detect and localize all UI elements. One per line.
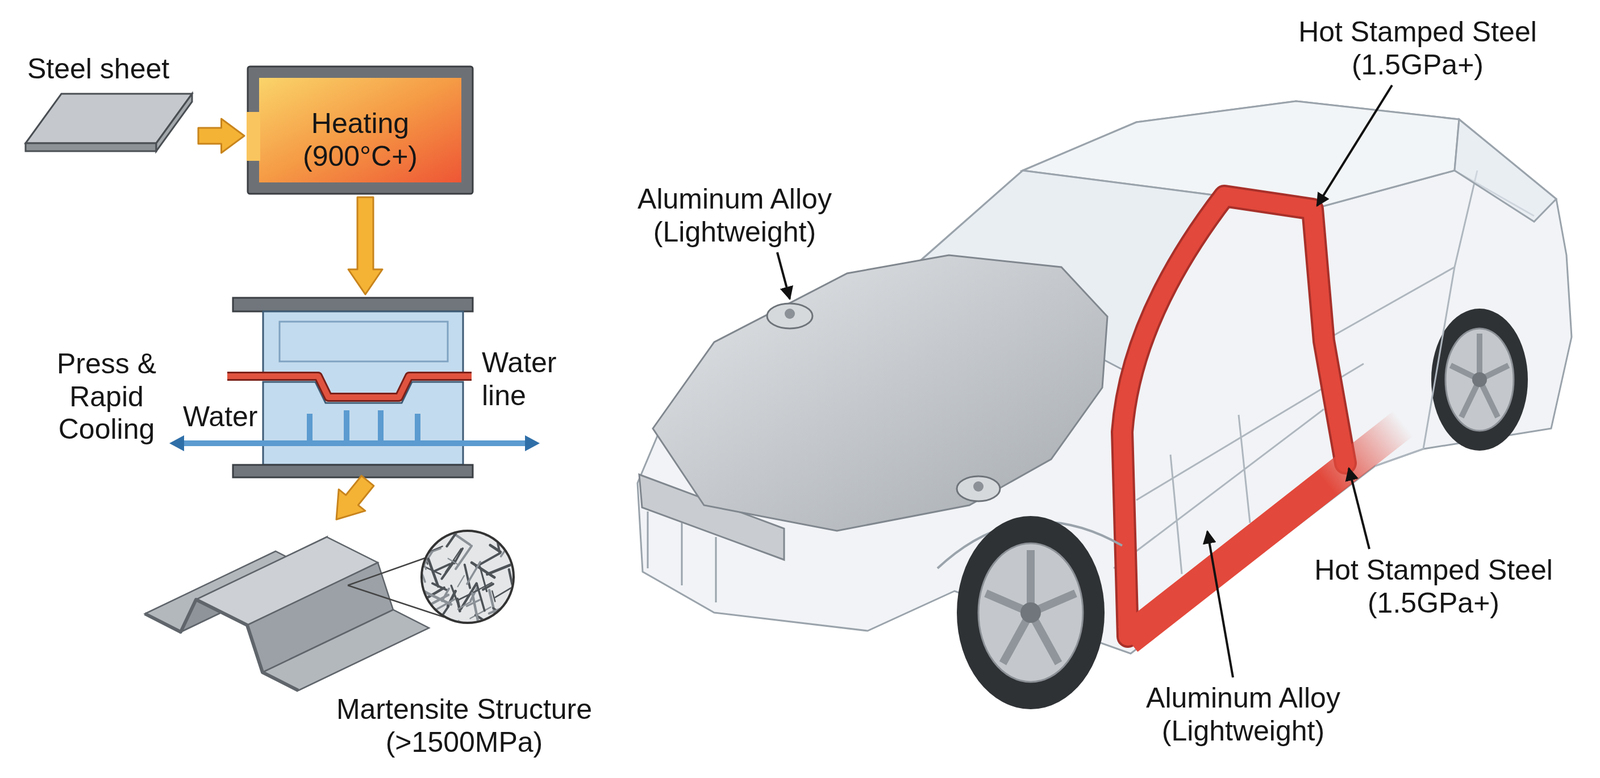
hot-blank <box>227 376 472 398</box>
press-die: Press & Rapid Cooling <box>42 297 473 478</box>
process-arrow <box>336 475 374 520</box>
press-bottom-plate <box>232 464 473 478</box>
furnace-opening <box>246 111 261 161</box>
martensite-texture <box>410 522 522 629</box>
aluminum-hood <box>652 255 1108 531</box>
part-flange <box>262 609 429 691</box>
front-structure <box>647 511 716 603</box>
formed-part: Martensite Structure (>1500MPa) <box>142 522 618 765</box>
front-rim <box>978 543 1083 682</box>
martensite-needle <box>446 526 461 547</box>
martensite-needle <box>432 583 447 591</box>
material-label: Aluminum Alloy (Lightweight) <box>609 182 860 249</box>
martensite-needle <box>417 539 429 545</box>
rear-window <box>1454 119 1557 222</box>
cooling-channel <box>309 410 418 444</box>
martensite-needle <box>445 548 462 573</box>
martensite-needle <box>457 575 465 587</box>
process-arrow <box>198 118 245 153</box>
strut-tower <box>767 303 813 329</box>
node-text: Press & Rapid Cooling <box>45 347 168 447</box>
process-arrow <box>348 197 383 295</box>
leader-line <box>1348 468 1370 549</box>
martensite-needle <box>469 606 491 619</box>
node-text: Steel sheet <box>27 52 190 86</box>
martensite-needle <box>505 590 518 614</box>
leader-line <box>1317 85 1393 206</box>
hot-stamped-sill <box>1127 423 1404 640</box>
martensite-needle <box>413 606 425 629</box>
furnace-frame <box>247 66 473 194</box>
furnace-box: Heating (900°C+) <box>247 66 473 194</box>
steel-sheet: Steel sheet <box>22 48 195 154</box>
part-edge <box>144 599 299 691</box>
water-arrow-head <box>169 435 185 452</box>
strut-tower <box>956 476 1000 502</box>
martensite-needle <box>485 523 507 536</box>
martensite-needle <box>492 617 512 626</box>
martensite-needle <box>482 584 494 590</box>
furnace-chamber <box>259 77 462 183</box>
martensite-needle <box>476 583 485 611</box>
martensite-needle <box>495 582 520 598</box>
leader-line <box>777 252 790 299</box>
martensite-needle <box>425 522 433 544</box>
steel-sheet-side <box>156 93 193 152</box>
material-label: Hot Stamped Steel (1.5GPa+) <box>1285 553 1582 620</box>
martensite-needle <box>500 613 510 619</box>
water-line-label: Water line <box>481 346 568 412</box>
strut-bolt <box>784 308 795 319</box>
leader-line <box>1207 531 1233 678</box>
martensite-needle <box>419 600 423 614</box>
material-label: Hot Stamped Steel (1.5GPa+) <box>1269 15 1566 82</box>
martensite-needle <box>467 561 481 585</box>
martensite-needle <box>457 601 472 610</box>
martensite-needle <box>448 558 460 566</box>
front-hub <box>1020 602 1041 623</box>
node-text: Martensite Structure (>1500MPa) <box>316 693 612 759</box>
water-label: Water <box>182 400 269 434</box>
martensite-needle <box>472 593 478 621</box>
rear-tire <box>1431 308 1528 451</box>
material-label: Aluminum Alloy (Lightweight) <box>1118 681 1369 748</box>
strut-bolt <box>973 481 984 492</box>
rear-rim <box>1445 328 1514 431</box>
front-tire <box>956 515 1105 710</box>
martensite-needle <box>413 561 441 575</box>
water-arrow-head <box>525 435 540 452</box>
martensite-needle <box>486 564 511 575</box>
node-text: Heating (900°C+) <box>269 107 452 173</box>
front-spokes <box>985 550 1076 664</box>
martensite-needle <box>455 546 472 570</box>
rear-hub <box>1472 372 1487 387</box>
martensite-needle <box>428 559 439 587</box>
martensite-needle <box>503 526 513 532</box>
magnifier-rim <box>421 530 514 623</box>
steel-sheet-edge <box>25 143 157 152</box>
rear-spokes <box>1450 333 1509 418</box>
hot-blank-outline <box>227 376 472 398</box>
press-top-plate <box>232 297 473 312</box>
upper-die-detail <box>279 321 448 362</box>
martensite-needle <box>490 544 501 552</box>
martensite-needle <box>434 563 450 572</box>
martensite-needle <box>415 527 433 539</box>
martensite-needle <box>492 590 495 602</box>
water-line <box>180 440 528 447</box>
